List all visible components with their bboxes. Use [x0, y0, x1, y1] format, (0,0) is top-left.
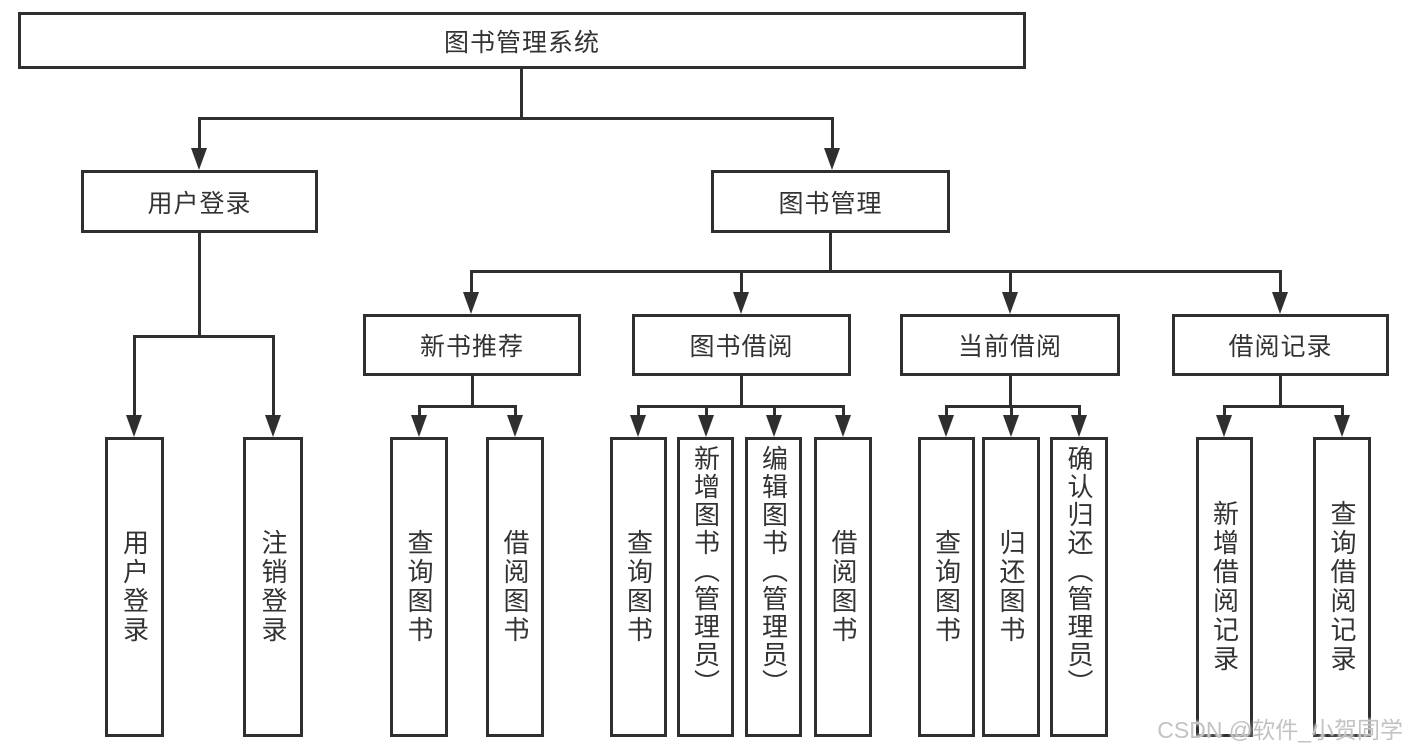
- connector-line: [842, 405, 845, 417]
- connector-line: [133, 335, 275, 338]
- connector-line: [1279, 376, 1282, 407]
- connector-line: [773, 405, 776, 417]
- leaf-label: 查询图书: [404, 529, 434, 645]
- connector-line: [1223, 405, 1344, 408]
- leaf-bb-query-books: 查询图书: [610, 437, 667, 737]
- leaf-label: 借阅图书: [828, 529, 858, 645]
- connector-line: [514, 405, 517, 417]
- connector-line: [1009, 270, 1012, 296]
- connector-line: [1010, 405, 1013, 417]
- connector-line: [198, 232, 201, 337]
- arrow-down-icon: [630, 415, 646, 437]
- leaf-label: 注销登录: [258, 529, 288, 645]
- arrow-down-icon: [938, 415, 954, 437]
- leaf-nb-borrow-books: 借阅图书: [486, 437, 544, 737]
- connector-line: [705, 405, 708, 417]
- node-label: 借阅记录: [1228, 333, 1333, 361]
- node-user-login: 用户登录: [81, 170, 318, 233]
- leaf-label: 新增借阅记录: [1209, 500, 1240, 674]
- arrow-down-icon: [1071, 415, 1087, 437]
- connector-line: [470, 270, 473, 296]
- leaf-label: 查询借阅记录: [1327, 500, 1357, 674]
- leaf-label: 归还图书: [996, 529, 1026, 645]
- connector-line: [637, 405, 640, 417]
- arrow-down-icon: [1003, 415, 1019, 437]
- arrow-down-icon: [265, 415, 281, 437]
- node-label: 用户登录: [147, 189, 252, 218]
- node-book-borrow: 图书借阅: [632, 314, 851, 376]
- connector-line: [829, 232, 832, 272]
- arrow-down-icon: [835, 415, 851, 437]
- leaf-cb-query-books: 查询图书: [918, 437, 975, 737]
- leaf-label: 新增图书（管理员）: [690, 445, 721, 697]
- leaf-user-login: 用户登录: [105, 437, 164, 737]
- node-borrow-records: 借阅记录: [1172, 314, 1389, 376]
- leaf-br-query-record: 查询借阅记录: [1313, 437, 1371, 737]
- connector-line: [133, 335, 136, 417]
- connector-line: [470, 270, 1282, 273]
- arrow-down-icon: [1334, 415, 1350, 437]
- connector-line: [831, 117, 834, 151]
- leaf-nb-query-books: 查询图书: [390, 437, 448, 737]
- connector-line: [198, 117, 201, 151]
- arrow-down-icon: [411, 415, 427, 437]
- connector-line: [1009, 376, 1012, 407]
- node-label: 当前借阅: [957, 333, 1062, 361]
- leaf-cb-return-books: 归还图书: [982, 437, 1040, 737]
- arrow-down-icon: [191, 148, 207, 170]
- connector-line: [1223, 405, 1226, 417]
- connector-line: [520, 68, 523, 120]
- leaf-label: 用户登录: [119, 529, 150, 645]
- leaf-bb-edit-books-admin: 编辑图书（管理员）: [745, 437, 802, 737]
- leaf-br-add-record: 新增借阅记录: [1196, 437, 1253, 737]
- connector-line: [1078, 405, 1081, 417]
- connector-line: [418, 405, 421, 417]
- node-label: 新书推荐: [419, 333, 524, 361]
- node-current-borrow: 当前借阅: [900, 314, 1120, 376]
- arrow-down-icon: [1002, 292, 1018, 314]
- arrow-down-icon: [766, 415, 782, 437]
- connector-line: [1279, 270, 1282, 296]
- connector-line: [740, 376, 743, 407]
- node-label: 图书借阅: [689, 333, 794, 361]
- leaf-label: 确认归还（管理员）: [1064, 445, 1094, 697]
- connector-line: [272, 335, 275, 417]
- arrow-down-icon: [463, 292, 479, 314]
- csdn-watermark: CSDN @软件_小贺同学: [1157, 717, 1403, 743]
- arrow-down-icon: [698, 415, 714, 437]
- connector-line: [471, 376, 474, 407]
- arrow-down-icon: [1216, 415, 1232, 437]
- connector-line: [945, 405, 948, 417]
- arrow-down-icon: [507, 415, 523, 437]
- connector-line: [945, 405, 1081, 408]
- leaf-label: 借阅图书: [500, 529, 530, 645]
- leaf-logout: 注销登录: [243, 437, 303, 737]
- leaf-label: 编辑图书（管理员）: [758, 445, 789, 697]
- leaf-label: 查询图书: [931, 529, 962, 645]
- arrow-down-icon: [1272, 292, 1288, 314]
- arrow-down-icon: [126, 415, 142, 437]
- arrow-down-icon: [824, 148, 840, 170]
- leaf-label: 查询图书: [623, 529, 654, 645]
- connector-line: [637, 405, 845, 408]
- leaf-cb-confirm-return-admin: 确认归还（管理员）: [1050, 437, 1108, 737]
- node-new-book-rec: 新书推荐: [363, 314, 581, 376]
- arrow-down-icon: [733, 292, 749, 314]
- node-book-mgmt: 图书管理: [711, 170, 950, 233]
- leaf-bb-borrow-books: 借阅图书: [814, 437, 872, 737]
- leaf-bb-add-books-admin: 新增图书（管理员）: [677, 437, 734, 737]
- node-label: 图书管理系统: [443, 28, 600, 57]
- connector-line: [1341, 405, 1344, 417]
- node-library-mgmt-system: 图书管理系统: [18, 12, 1026, 69]
- connector-line: [198, 117, 834, 120]
- connector-line: [418, 405, 517, 408]
- connector-line: [740, 270, 743, 296]
- node-label: 图书管理: [778, 189, 883, 218]
